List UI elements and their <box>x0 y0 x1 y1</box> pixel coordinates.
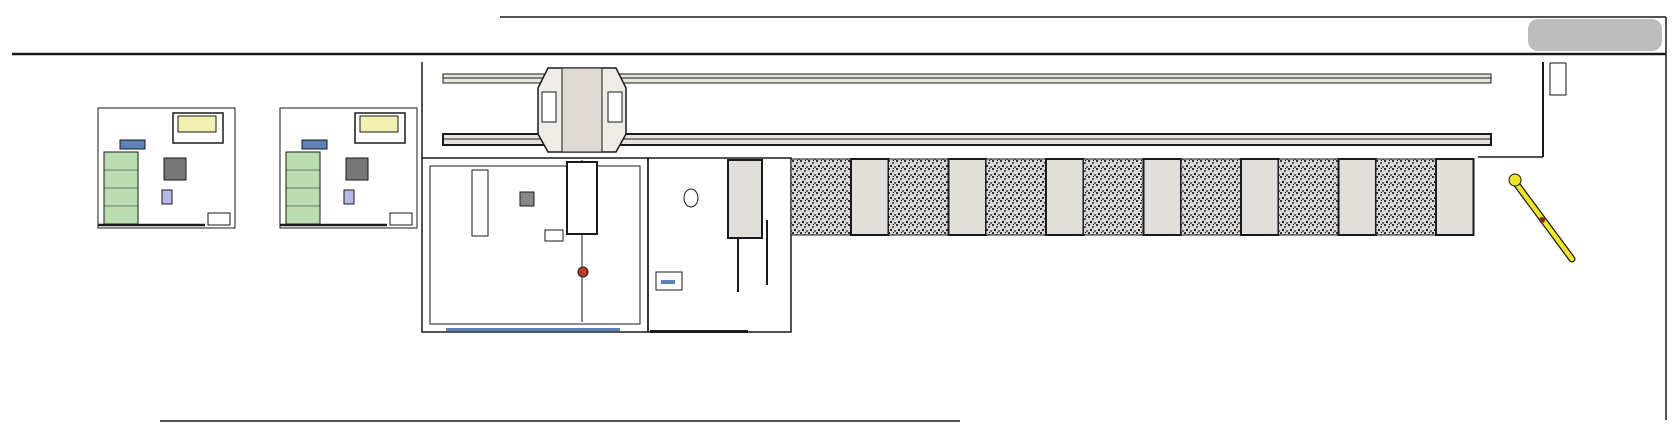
gantry-shuttle <box>537 67 627 153</box>
machine-2 <box>279 107 418 229</box>
mesh-panel <box>1180 158 1242 236</box>
mesh-panel <box>985 158 1047 236</box>
panel-spacer <box>1045 158 1085 236</box>
mesh-panel <box>1375 158 1437 236</box>
drawing-frame <box>12 16 1667 422</box>
panel-spacer <box>1337 158 1377 236</box>
panel-spacer <box>947 158 987 236</box>
mesh-panel <box>790 158 852 236</box>
work-cell-2 <box>647 157 792 333</box>
work-cell-1 <box>421 157 649 333</box>
mesh-panel <box>1278 158 1339 236</box>
right-bracket <box>1478 62 1567 158</box>
robot-arm <box>1508 173 1576 263</box>
title-block-blur <box>1528 19 1662 51</box>
mesh-panel <box>888 158 949 236</box>
panel-spacer <box>1435 158 1475 236</box>
panel-spacer <box>1142 158 1182 236</box>
machine-1 <box>97 107 236 229</box>
mesh-panel <box>1083 158 1144 236</box>
panel-spacer <box>1240 158 1280 236</box>
panel-spacer <box>850 158 890 236</box>
